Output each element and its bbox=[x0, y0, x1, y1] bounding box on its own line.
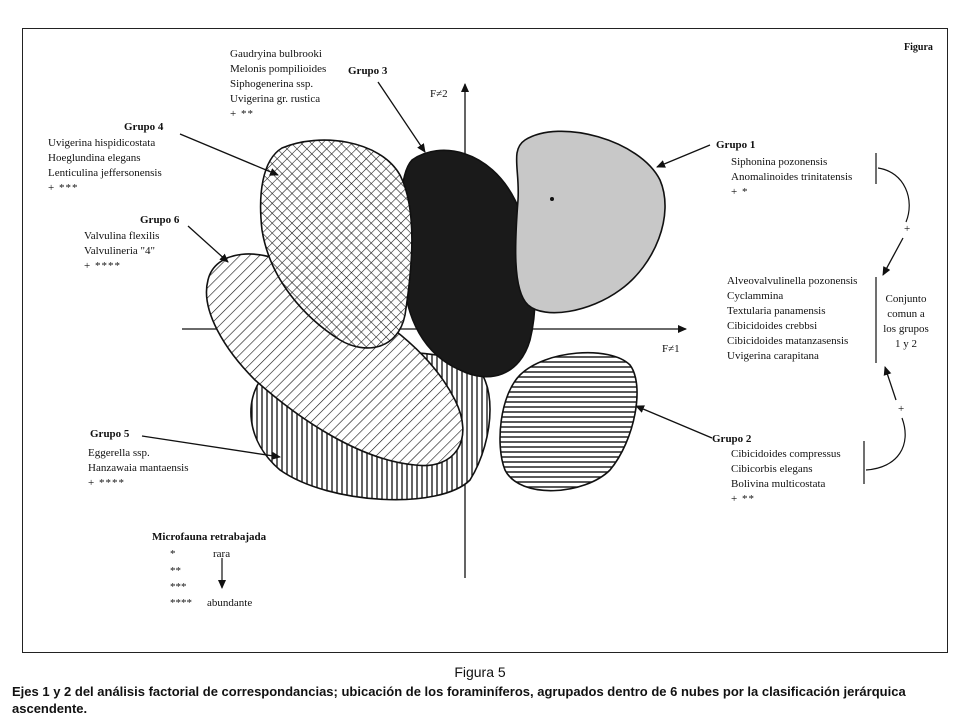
figure-frame bbox=[22, 28, 948, 653]
curve-grupo-2-plus bbox=[865, 417, 906, 471]
grupo-2-species-2: Cibicorbis elegans bbox=[731, 463, 813, 475]
header-fragment: Figura bbox=[904, 42, 933, 53]
grupo-2-label: Grupo 2 bbox=[712, 433, 752, 445]
grupo-4-label: Grupo 4 bbox=[124, 121, 164, 133]
common-species-4: Cibicidoides crebbsi bbox=[727, 320, 818, 332]
grupo-3-label: Grupo 3 bbox=[348, 65, 388, 77]
common-species-2: Cyclammina bbox=[727, 290, 784, 302]
arrow-grupo-5 bbox=[141, 435, 281, 460]
grupo-6-species-2: Valvulineria "4" bbox=[84, 245, 155, 257]
arrow-plus-to-common-bottom bbox=[883, 366, 897, 401]
y-axis-label: F≠2 bbox=[430, 88, 448, 100]
curve-grupo-1-plus bbox=[877, 167, 910, 223]
grupo-6-stars: + **** bbox=[84, 260, 121, 272]
common-species-5: Cibicidoides matanzasensis bbox=[727, 335, 849, 347]
grupo-5-label: Grupo 5 bbox=[90, 428, 130, 440]
arrow-plus-to-common-top bbox=[882, 237, 904, 276]
common-species-1: Alveovalvulinella pozonensis bbox=[727, 275, 858, 287]
common-note: Conjunto comun a los grupos 1 y 2 bbox=[876, 292, 936, 352]
grupo-1-species-2: Anomalinoides trinitatensis bbox=[731, 171, 853, 183]
common-note-1: Conjunto bbox=[885, 293, 927, 305]
grupo-1-label: Grupo 1 bbox=[716, 139, 756, 151]
common-species-6: Uvigerina carapitana bbox=[727, 350, 819, 362]
common-species: Alveovalvulinella pozonensis Cyclammina … bbox=[727, 274, 857, 364]
legend-sym-3: *** bbox=[170, 581, 187, 593]
grupo-3-species-3: Siphogenerina ssp. bbox=[230, 78, 314, 90]
grupo-2-species-3: Bolivina multicostata bbox=[731, 478, 826, 490]
grupo-4-species-3: Lenticulina jeffersonensis bbox=[48, 167, 162, 179]
legend-title: Microfauna retrabajada bbox=[152, 531, 267, 543]
grupo-5-species-2: Hanzawaia mantaensis bbox=[88, 462, 189, 474]
grupo-6-label: Grupo 6 bbox=[140, 214, 180, 226]
grupo-5-species: Eggerella ssp. Hanzawaia mantaensis + **… bbox=[88, 446, 188, 491]
grupo-4-stars: + *** bbox=[48, 182, 79, 194]
cloud-grupo-2 bbox=[499, 351, 638, 492]
cloud-grupo-1 bbox=[514, 130, 666, 314]
legend-sym-1: * bbox=[170, 548, 176, 560]
cloud-grupo-3 bbox=[400, 149, 536, 378]
grupo-1-species-1: Siphonina pozonensis bbox=[731, 156, 828, 168]
grupo-6-species: Valvulina flexilis Valvulineria "4" + **… bbox=[84, 229, 159, 274]
grupo-2-stars: + ** bbox=[731, 493, 755, 505]
grupo-3-species-4: Uvigerina gr. rustica bbox=[230, 93, 321, 105]
grupo-4-species: Uvigerina hispidicostata Hoeglundina ele… bbox=[48, 136, 162, 196]
grupo-6-species-1: Valvulina flexilis bbox=[84, 230, 160, 242]
common-note-3: los grupos bbox=[883, 323, 929, 335]
arrow-grupo-2 bbox=[635, 405, 713, 439]
common-note-4: 1 y 2 bbox=[895, 338, 917, 350]
common-note-2: comun a bbox=[887, 308, 925, 320]
cloud-grupo-4 bbox=[259, 139, 413, 349]
grupo-3-species-2: Melonis pompilioides bbox=[230, 63, 327, 75]
x-axis-label: F≠1 bbox=[662, 343, 680, 355]
grupo-4-species-2: Hoeglundina elegans bbox=[48, 152, 141, 164]
arrow-grupo-3 bbox=[377, 81, 426, 153]
arrow-grupo-6 bbox=[187, 225, 229, 263]
grupo-5-stars: + **** bbox=[88, 477, 125, 489]
plus-lower: + bbox=[898, 403, 905, 415]
grupo-2-species-1: Cibicidoides compressus bbox=[731, 448, 841, 460]
legend-sym-4: **** bbox=[170, 597, 192, 609]
legend-text-1: rara bbox=[213, 548, 231, 560]
grupo-3-species-1: Gaudryina bulbrooki bbox=[230, 48, 322, 60]
legend-text-4: abundante bbox=[207, 597, 253, 609]
caption-text: Ejes 1 y 2 del análisis factorial de cor… bbox=[12, 684, 906, 716]
arrow-grupo-1 bbox=[656, 144, 711, 168]
common-species-3: Textularia panamensis bbox=[727, 305, 826, 317]
grupo-1-species: Siphonina pozonensis Anomalinoides trini… bbox=[731, 155, 852, 200]
grupo-3-stars: + ** bbox=[230, 108, 254, 120]
grupo-1-stars: + * bbox=[731, 186, 749, 198]
grupo-3-species: Gaudryina bulbrooki Melonis pompilioides… bbox=[230, 47, 326, 122]
plus-upper: + bbox=[904, 223, 911, 235]
caption-title: Figura 5 bbox=[454, 664, 506, 680]
grupo-2-species: Cibicidoides compressus Cibicorbis elega… bbox=[731, 447, 841, 507]
cloud-grupo-1-dot bbox=[550, 197, 554, 201]
grupo-4-species-1: Uvigerina hispidicostata bbox=[48, 137, 156, 149]
arrow-grupo-4 bbox=[179, 133, 279, 176]
legend-sym-2: ** bbox=[170, 565, 181, 577]
grupo-5-species-1: Eggerella ssp. bbox=[88, 447, 150, 459]
